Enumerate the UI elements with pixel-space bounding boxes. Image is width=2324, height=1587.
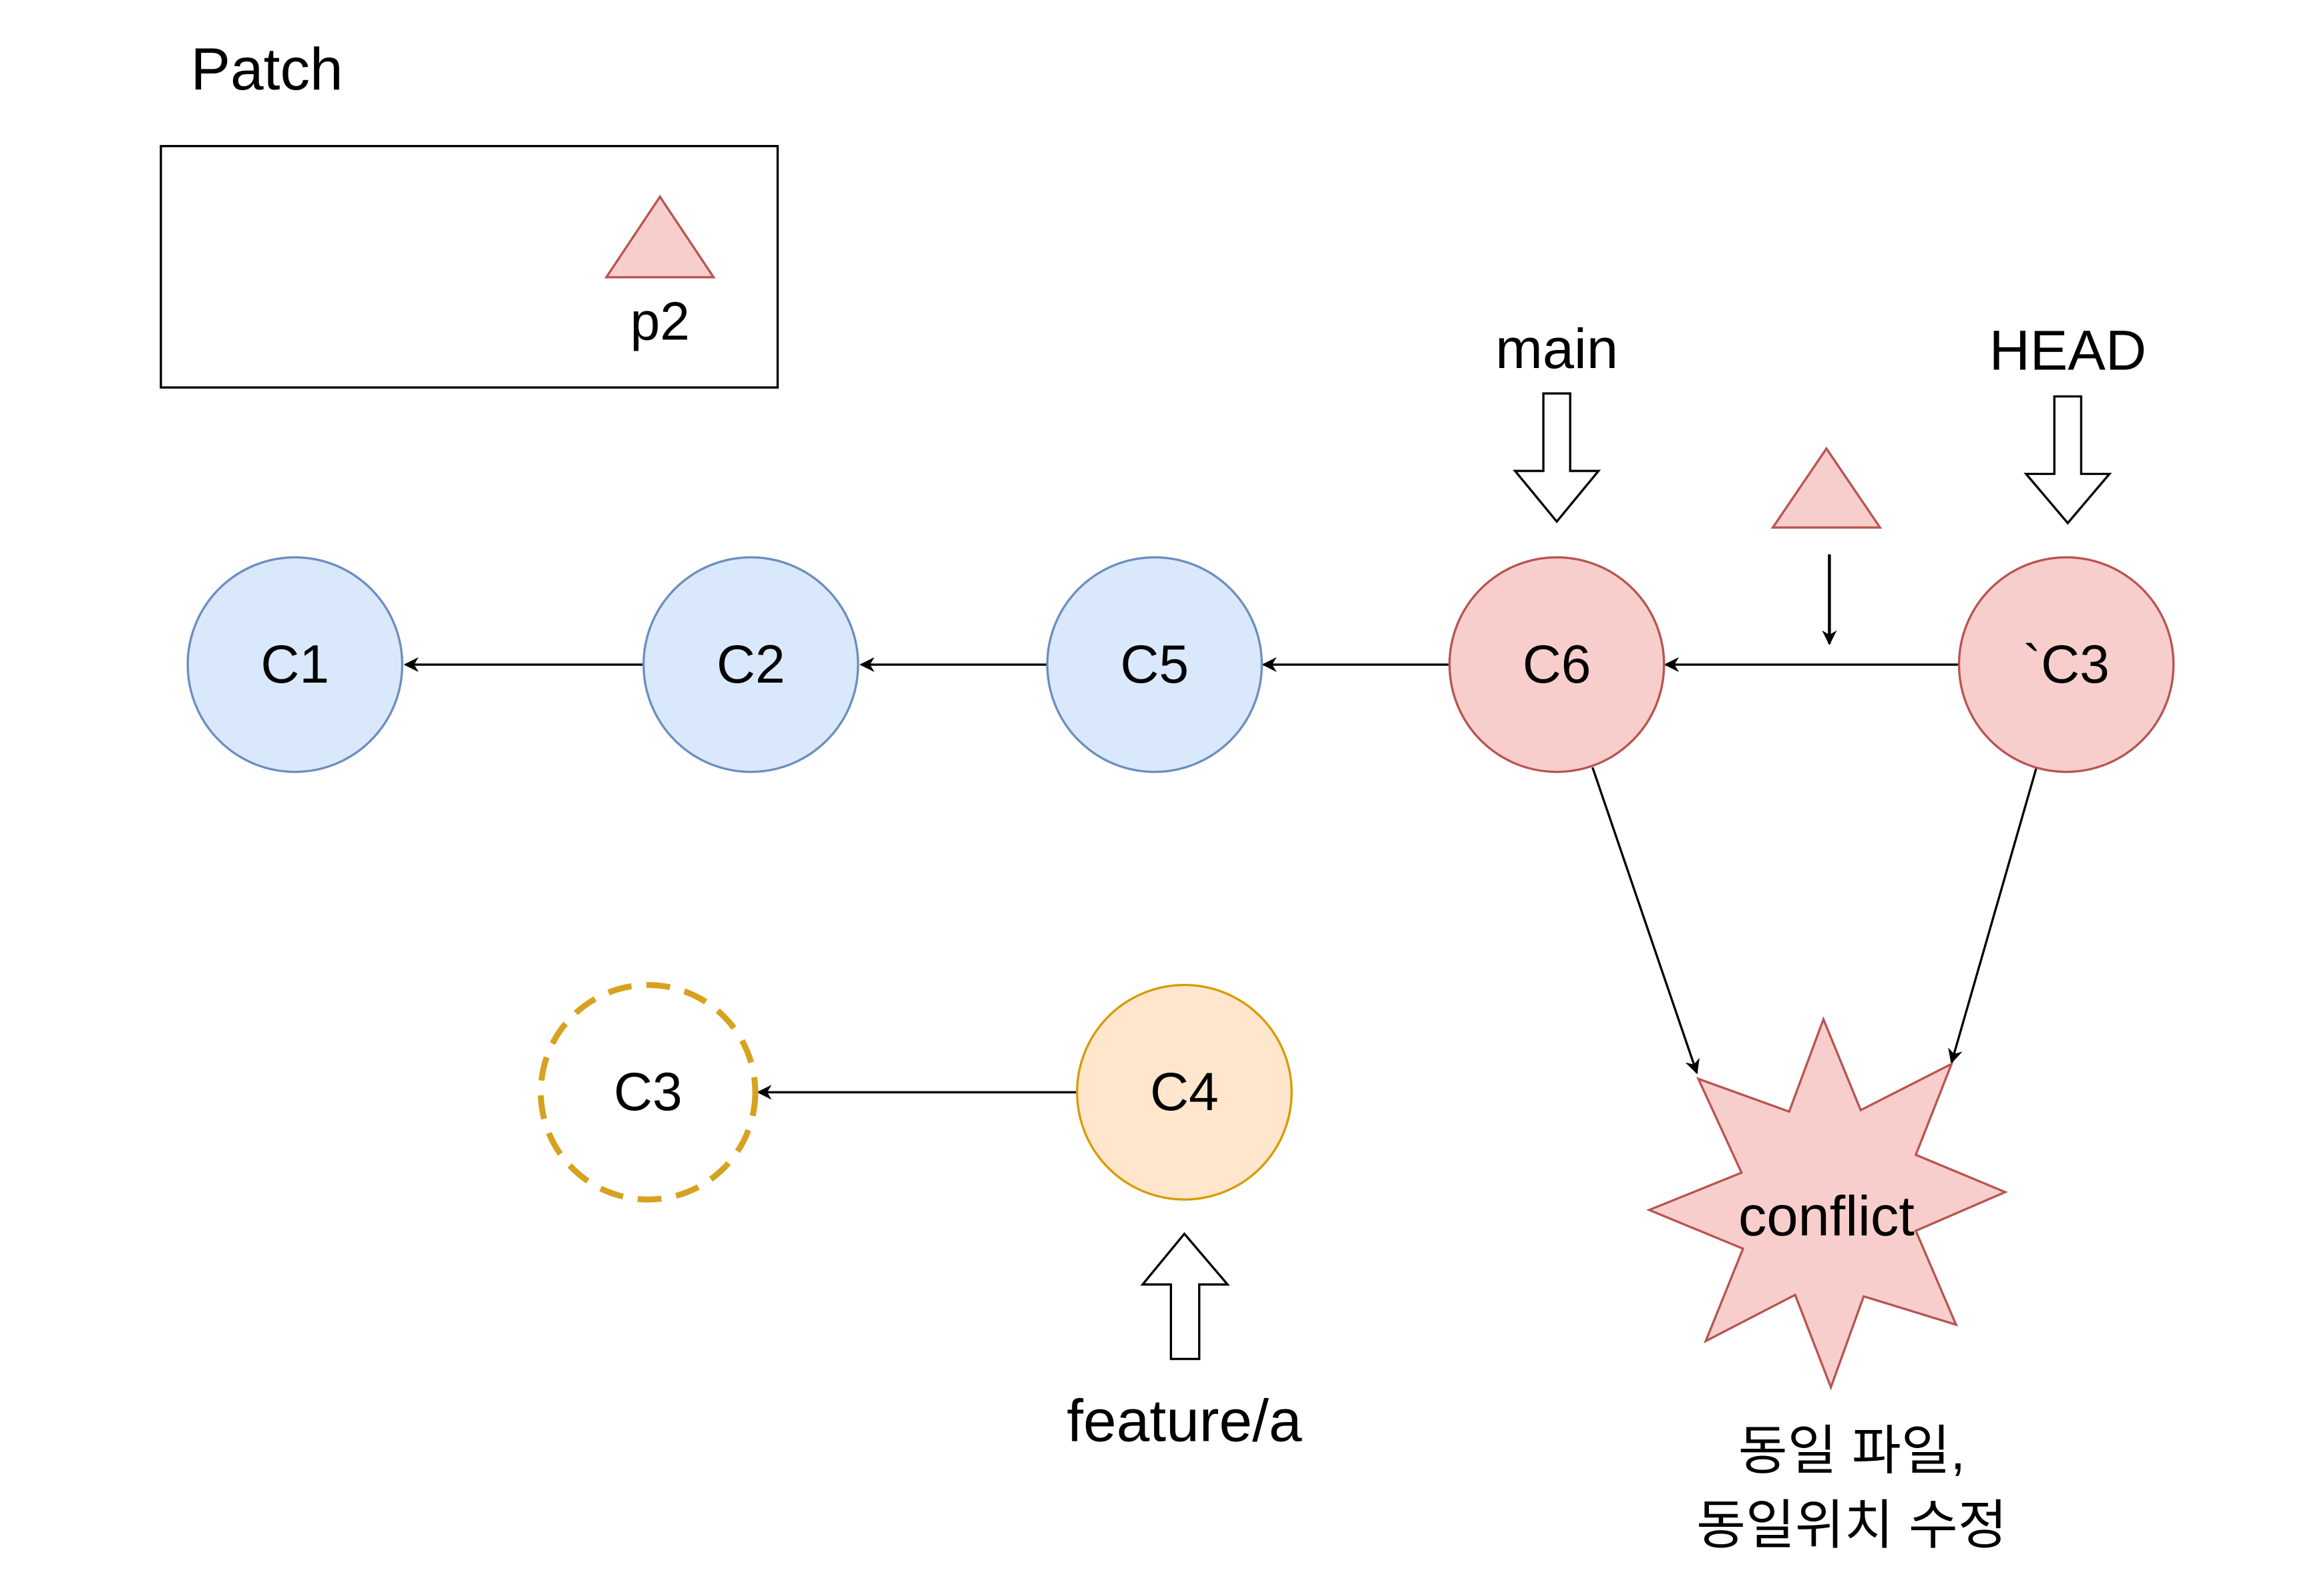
commit-c2: C2 <box>642 556 859 773</box>
commit-c6-label: C6 <box>1523 635 1591 695</box>
head-label: HEAD <box>1989 318 2146 381</box>
feature-pointer-arrow-icon <box>1140 1232 1230 1361</box>
commit-c5-label: C5 <box>1121 635 1189 695</box>
conflict-note-line2: 동일위치 수정 <box>1696 1495 2007 1556</box>
commit-c6: C6 <box>1448 556 1666 773</box>
edge-c3prime-to-conflict <box>1948 767 2038 1064</box>
conflict-label: conflict <box>1738 1184 1915 1247</box>
patch-p2-label: p2 <box>630 292 690 352</box>
conflict-burst-icon <box>1646 1016 2008 1391</box>
commit-c5: C5 <box>1046 556 1264 773</box>
commit-c4: C4 <box>1076 983 1293 1201</box>
main-branch-label: main <box>1495 317 1618 380</box>
commit-c1: C1 <box>186 556 403 773</box>
commit-c3-prime-label: `C3 <box>2023 635 2109 695</box>
commit-c3-original: C3 <box>538 982 759 1203</box>
head-pointer-arrow-icon <box>2023 395 2112 525</box>
conflict-note-line1: 동일 파일, <box>1738 1421 1965 1481</box>
commit-c3-prime: `C3 <box>1957 556 2175 773</box>
patch-p2-triangle-icon <box>604 194 716 279</box>
patch-title: Patch <box>191 35 343 102</box>
applied-patch-triangle-icon <box>1770 446 1883 529</box>
feature-branch-label: feature/a <box>1067 1387 1302 1453</box>
commit-c2-label: C2 <box>717 635 785 695</box>
commit-c4-label: C4 <box>1150 1062 1219 1122</box>
commit-c1-label: C1 <box>260 635 329 695</box>
commit-c3-label: C3 <box>614 1062 683 1122</box>
edge-c6-to-conflict <box>1591 767 1700 1075</box>
main-pointer-arrow-icon <box>1513 392 1601 524</box>
